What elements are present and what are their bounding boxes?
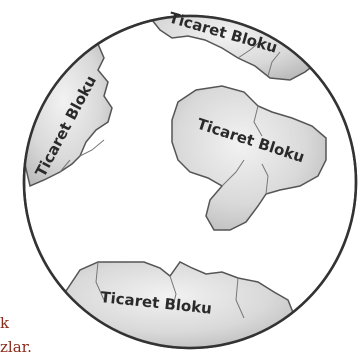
trade-bloc-top-shape [149, 16, 319, 81]
cropped-text-line-2: zlar. [0, 338, 32, 356]
cropped-text-line-1: k [0, 314, 10, 332]
trade-bloc-left-shape [24, 43, 113, 188]
